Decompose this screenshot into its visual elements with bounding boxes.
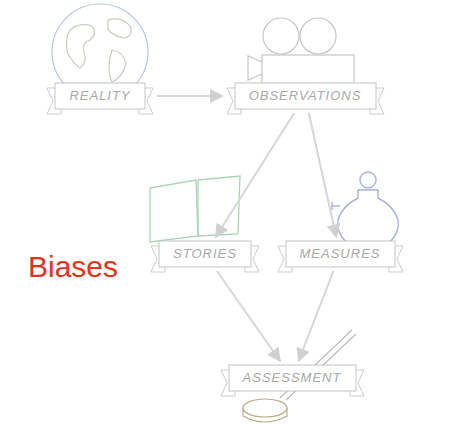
flow-arrow — [157, 95, 223, 97]
book-drawing — [150, 176, 240, 242]
camera-drawing — [248, 18, 354, 85]
banner-label: OBSERVATIONS — [227, 83, 384, 109]
banner-label: MEASURES — [278, 241, 403, 267]
banner-label: REALITY — [47, 83, 153, 109]
flow-arrow — [216, 113, 294, 237]
banner-label: STORIES — [151, 241, 259, 267]
flow-arrow — [217, 271, 280, 361]
bottle-drawing — [332, 172, 398, 242]
banner-node: REALITY — [47, 83, 153, 109]
flow-arrow — [309, 113, 336, 237]
flow-arrow — [299, 271, 334, 361]
banner-node: OBSERVATIONS — [227, 83, 384, 109]
note-label: Biases — [28, 250, 118, 284]
banner-node: ASSESSMENT — [221, 365, 364, 391]
banner-node: MEASURES — [278, 241, 403, 267]
banner-node: STORIES — [151, 241, 259, 267]
banner-label: ASSESSMENT — [221, 365, 364, 391]
